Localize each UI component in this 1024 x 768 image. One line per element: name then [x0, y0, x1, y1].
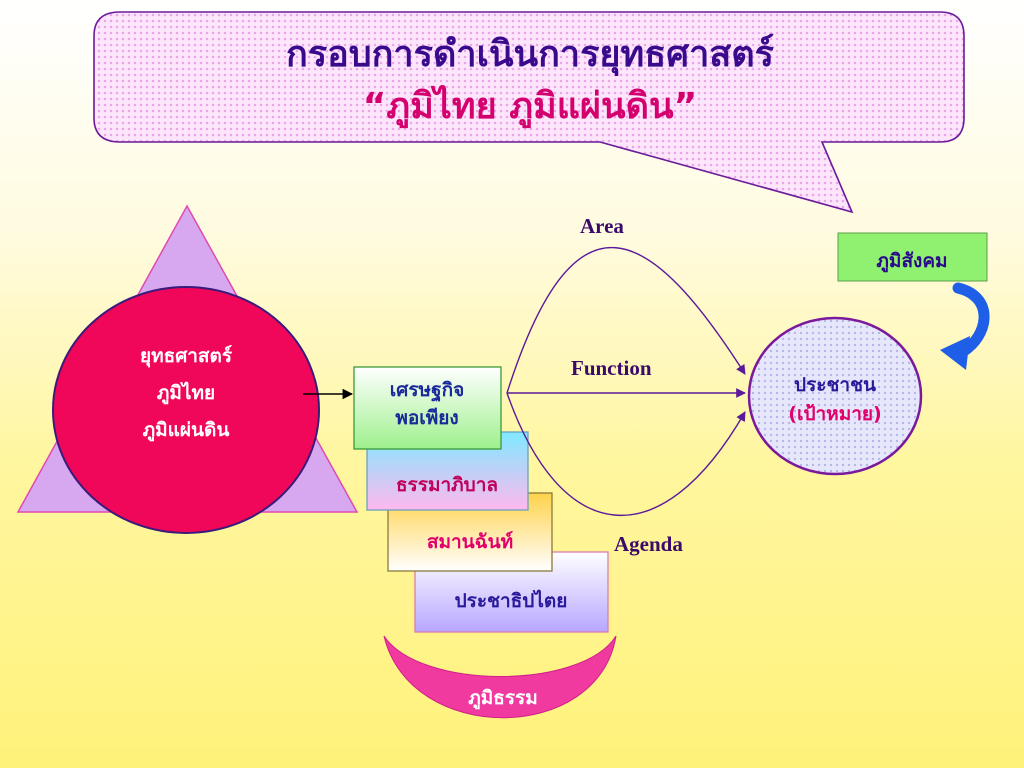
title-line-1: กรอบการดำเนินการยุทธศาสตร์: [286, 33, 775, 77]
title-line-2: “ภูมิไทย ภูมิแผ่นดิน”: [363, 84, 698, 129]
governance-label: ธรรมาภิบาล: [396, 474, 498, 496]
economy-line-2: พอเพียง: [395, 407, 458, 429]
economy-box: [353, 366, 502, 450]
target-line-2: (เป้าหมาย): [788, 403, 881, 425]
strategy-circle: [52, 286, 320, 534]
economy-line-1: เศรษฐกิจ: [390, 379, 464, 403]
bowl-shape: [383, 635, 617, 719]
target-line-1: ประชาชน: [794, 374, 876, 396]
function-label: Function: [571, 356, 652, 380]
area-label: Area: [580, 214, 624, 238]
agenda-label: Agenda: [614, 532, 683, 556]
agenda-arrow: [506, 392, 746, 517]
strategy-line-1: ยุทธศาสตร์: [140, 345, 233, 368]
bowl-label: ภูมิธรรม: [468, 687, 538, 710]
social-box: [837, 232, 988, 282]
democracy-label: ประชาธิปไตย: [455, 589, 568, 612]
title-speech-bubble: [93, 11, 965, 214]
curly-arrow-icon: [940, 282, 990, 370]
social-label: ภูมิสังคม: [876, 250, 947, 273]
strategy-line-2: ภูมิไทย: [157, 381, 215, 405]
harmony-label: สมานฉันท์: [427, 531, 513, 553]
target-circle: [747, 316, 923, 476]
strategy-line-3: ภูมิแผ่นดิน: [143, 419, 230, 442]
area-arrow: [506, 246, 746, 394]
